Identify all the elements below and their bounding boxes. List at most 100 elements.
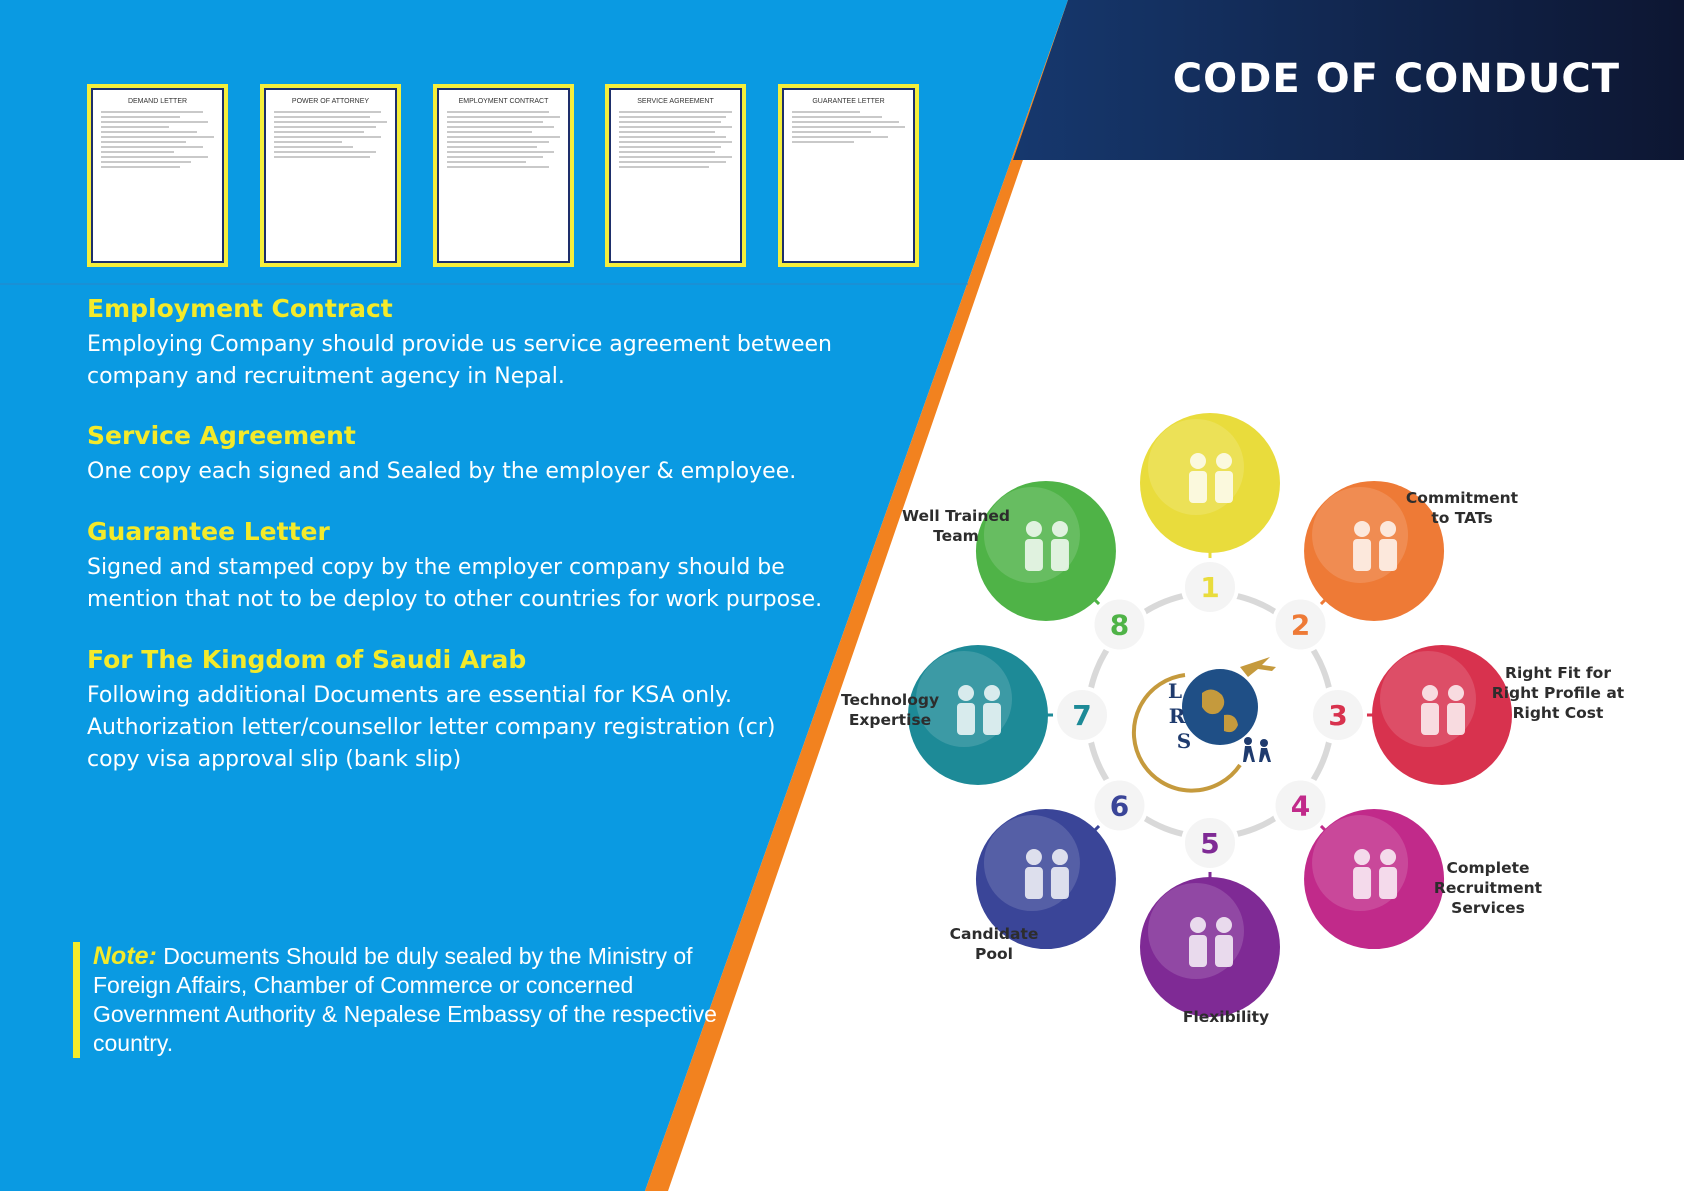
recruitment-process-wheel: 1Initial Screening2Commitmentto TATs3Rig…: [841, 413, 1625, 1026]
text-line-placeholder: [619, 126, 732, 128]
section-title: Employment Contract: [87, 294, 393, 323]
document-thumbnail: EMPLOYMENT CONTRACT: [433, 84, 574, 267]
text-line-placeholder: [274, 141, 342, 143]
logo-letter: S: [1177, 729, 1191, 753]
step-label: Commitment: [1406, 489, 1519, 507]
document-thumbnail-title: GUARANTEE LETTER: [812, 98, 885, 105]
step-label: Team: [933, 527, 979, 545]
text-line-placeholder: [274, 146, 354, 148]
text-line-placeholder: [101, 116, 181, 118]
text-line-placeholder: [792, 116, 883, 118]
text-line-placeholder: [619, 116, 727, 118]
text-line-placeholder: [101, 161, 192, 163]
text-line-placeholder: [447, 126, 555, 128]
text-line-placeholder: [274, 116, 371, 118]
text-line-placeholder: [792, 136, 889, 138]
section-text-line: Signed and stamped copy by the employer …: [87, 555, 785, 580]
text-line-placeholder: [619, 136, 727, 138]
document-preview: EMPLOYMENT CONTRACT: [437, 88, 570, 263]
text-line-placeholder: [619, 166, 710, 168]
step-number-bubble: [1181, 558, 1239, 616]
step-circle: [1304, 809, 1445, 950]
text-line-placeholder: [447, 116, 560, 118]
process-step: 2 Commitment to TATs: [1271, 480, 1519, 654]
text-line-placeholder: [447, 141, 549, 143]
text-line-placeholder: [619, 151, 716, 153]
text-line-placeholder: [447, 131, 532, 133]
document-thumbnail: DEMAND LETTER: [87, 84, 228, 267]
step-label: Technology: [841, 691, 939, 709]
growth-chart-icon: [1353, 520, 1398, 571]
text-line-placeholder: [619, 121, 721, 123]
step-number-bubble: [1053, 686, 1111, 744]
text-line-placeholder: [792, 121, 900, 123]
traveler-icon: [1244, 737, 1252, 745]
section-title: Guarantee Letter: [87, 517, 330, 546]
text-line-placeholder: [101, 156, 209, 158]
text-line-placeholder: [619, 156, 732, 158]
section-text-line: Authorization letter/counsellor letter c…: [87, 715, 776, 740]
logo-letter: L: [1168, 679, 1182, 703]
text-line-placeholder: [792, 126, 905, 128]
text-line-placeholder: [101, 136, 214, 138]
step-number: 4: [1291, 790, 1310, 823]
step-number-bubble: [1181, 814, 1239, 872]
text-line-placeholder: [447, 146, 538, 148]
step-number: 5: [1200, 827, 1219, 860]
document-preview: POWER OF ATTORNEY: [264, 88, 397, 263]
section-text-line: mention that not to be deploy to other c…: [87, 587, 823, 612]
step-label: Right Profile at: [1492, 684, 1625, 702]
step-number-bubble: [1271, 776, 1330, 835]
document-thumbnail: GUARANTEE LETTER: [778, 84, 919, 267]
text-line-placeholder: [274, 151, 376, 153]
text-line-placeholder: [101, 141, 186, 143]
step-circle: [975, 480, 1116, 621]
document-thumbnail-title: DEMAND LETTER: [127, 98, 188, 105]
step-number-bubble: [1309, 686, 1367, 744]
step-number: 7: [1072, 699, 1091, 732]
section-text-line: Employing Company should provide us serv…: [87, 332, 832, 357]
step-label: Right Cost: [1513, 704, 1604, 722]
document-thumbnail-title: SERVICE AGREEMENT: [637, 98, 714, 105]
text-line-placeholder: [619, 131, 716, 133]
step-label: Expertise: [849, 711, 931, 729]
step-label: Services: [1451, 899, 1525, 917]
text-line-placeholder: [274, 131, 365, 133]
blue-panel: [0, 0, 1068, 1191]
section-text-line: One copy each signed and Sealed by the e…: [87, 459, 797, 484]
step-label: Recruitment: [1434, 879, 1543, 897]
text-line-placeholder: [619, 161, 727, 163]
text-line-placeholder: [619, 111, 732, 113]
step-circle: [1304, 480, 1445, 621]
document-thumbnail-title: POWER OF ATTORNEY: [291, 98, 370, 105]
text-line-placeholder: [447, 166, 549, 168]
coin-person-icon: [1189, 917, 1233, 967]
document-thumbnail: SERVICE AGREEMENT: [605, 84, 746, 267]
process-step: 1Initial Screening: [1140, 413, 1280, 616]
step-label: Well Trained: [902, 507, 1010, 525]
step-label: Right Fit for: [1505, 664, 1611, 682]
text-line-placeholder: [447, 151, 555, 153]
direction-person-icon: [1421, 685, 1465, 735]
step-number: 2: [1291, 608, 1310, 641]
step-number: 8: [1110, 608, 1129, 641]
step-label: to TATs: [1431, 509, 1492, 527]
step-number-bubble: [1090, 595, 1149, 654]
text-line-placeholder: [101, 166, 181, 168]
lrs-logo: LRS: [1131, 657, 1276, 793]
step-circle: [908, 645, 1048, 785]
section-text-line: company and recruitment agency in Nepal.: [87, 364, 565, 389]
header-band: [1013, 0, 1684, 160]
text-line-placeholder: [274, 136, 382, 138]
text-line-placeholder: [447, 111, 549, 113]
text-line-placeholder: [619, 146, 721, 148]
